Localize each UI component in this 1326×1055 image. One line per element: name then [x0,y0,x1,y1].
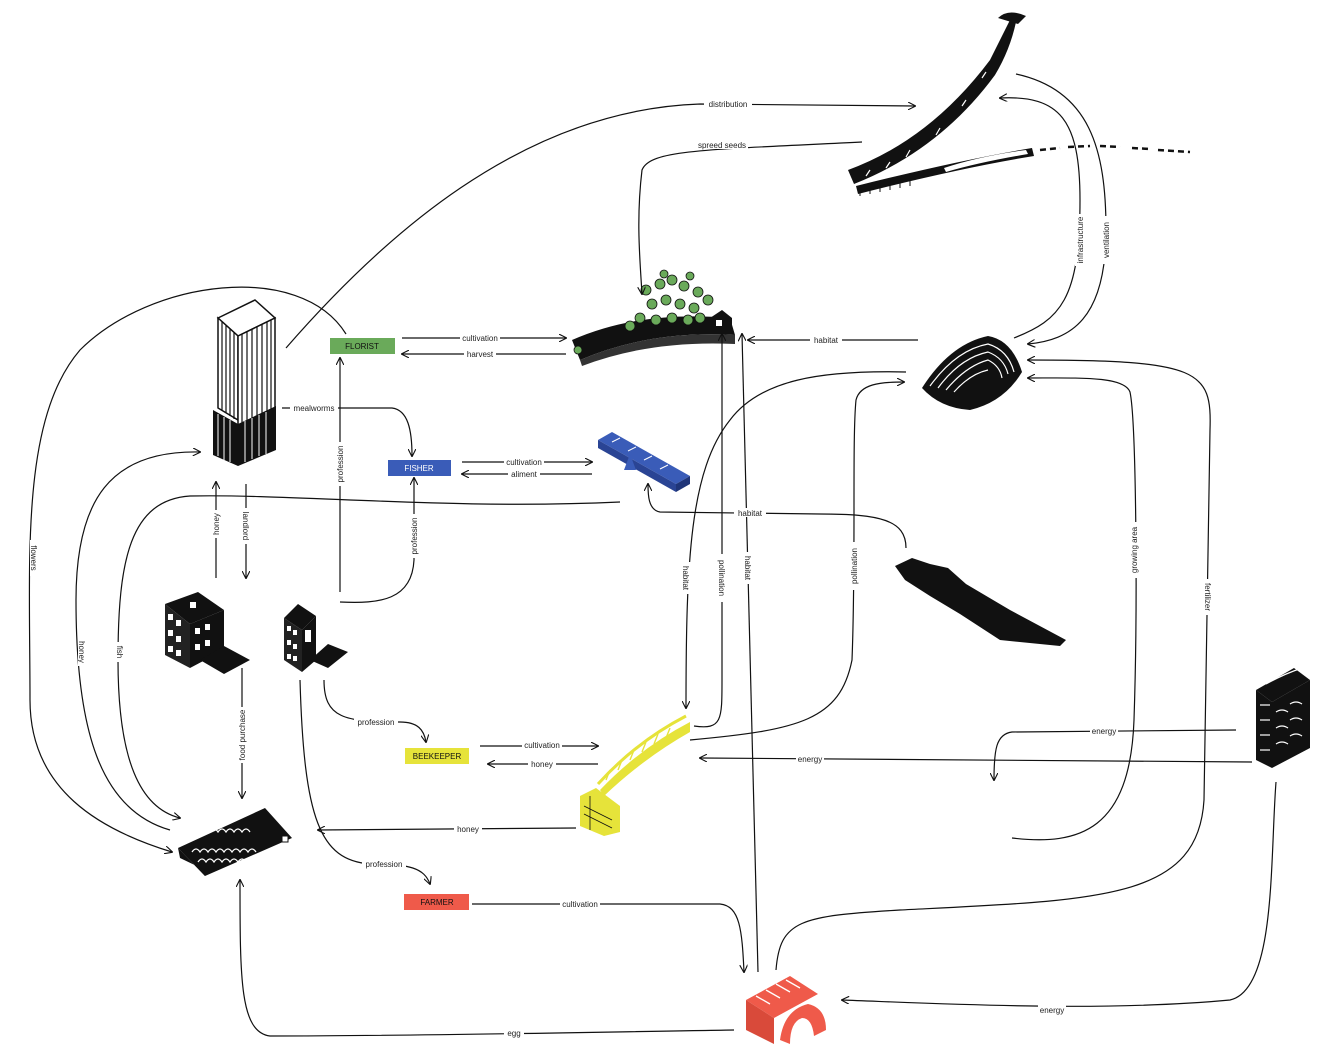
beehive-structure-illustration [580,716,690,836]
label-spreed-seeds: spreed seeds [698,141,746,150]
label-honey-up: honey [212,513,221,535]
label-honey-beekeeper: honey [531,760,553,769]
label-cultivation-beekeeper: cultivation [524,741,560,750]
edge-energy-mid [700,758,1252,762]
florist-label: FLORIST [345,342,379,351]
label-harvest: harvest [467,350,494,359]
label-honey-left: honey [77,641,86,663]
label-energy-bottom: energy [1040,1006,1064,1015]
edge-mealworms [282,408,412,456]
label-habitat-v2: habitat [743,556,752,581]
label-profession-farmer: profession [366,860,403,869]
label-distribution: distribution [709,100,748,109]
label-mealworms: mealworms [294,404,335,413]
edge-ventilation [1016,74,1106,344]
label-cultivation-fisher: cultivation [506,458,542,467]
label-energy-mid: energy [798,755,822,764]
edge-pollination-v1 [694,334,722,727]
edge-labels: distribution spreed seeds infrastructure… [29,99,1213,1038]
edge-infrastructure [1000,98,1080,338]
label-food-purchase: food purchase [238,709,247,760]
apartment-block-illustration [1256,664,1310,768]
farm-structure-illustration [746,976,826,1044]
edge-profession-fisher [340,478,414,602]
edge-cultivation-farmer [472,904,744,972]
label-profession-fisher: profession [410,518,419,555]
market-illustration [178,808,292,876]
label-habitat-bridge: habitat [738,509,763,518]
edge-energy-top [994,730,1236,780]
street-plot-illustration [895,558,1066,646]
label-fish: fish [115,646,124,658]
edge-growing-area [1012,378,1136,840]
label-landlord: landlord [241,512,250,540]
label-cultivation-farmer: cultivation [562,900,598,909]
townhouse-small-illustration [284,604,348,672]
label-habitat-v1: habitat [681,566,690,591]
farmer-node: FARMER [404,894,469,910]
edge-spreed-seeds [639,142,862,294]
townhouse-large-illustration [165,592,250,674]
label-flowers: flowers [29,545,38,570]
label-energy-top: energy [1092,727,1116,736]
edge-distribution [286,104,915,348]
fisher-node: FISHER [388,460,451,476]
label-pollination-v1: pollination [717,560,726,596]
label-egg: egg [507,1029,520,1038]
edges [29,74,1276,1036]
edge-fertilizer [776,360,1210,970]
edge-habitat-bridge [648,484,906,548]
beekeeper-label: BEEKEEPER [413,752,462,761]
fisher-label: FISHER [404,464,434,473]
skyscraper-illustration [213,300,276,466]
edge-profession-beekeeper [324,680,426,742]
terraced-mound-illustration [922,336,1022,410]
edge-profession-farmer [300,680,430,884]
label-ventilation: ventilation [1102,222,1111,258]
label-profession-florist: profession [336,446,345,483]
garden-roof-illustration [572,270,735,366]
florist-node: FLORIST [330,338,395,354]
label-growing-area: growing area [1130,526,1139,573]
edge-energy-bottom [842,782,1276,1006]
label-fertilizer: fertilizer [1203,583,1212,611]
label-cultivation-florist: cultivation [462,334,498,343]
edge-habitat-v1 [686,372,906,708]
farmer-label: FARMER [420,898,454,907]
bridge-illustration [598,432,690,492]
label-pollination-v2: pollination [850,548,859,584]
label-honey-market: honey [457,825,479,834]
beekeeper-node: BEEKEEPER [405,748,469,764]
label-profession-beekeeper: profession [358,718,395,727]
edge-habitat-v2 [742,334,758,972]
edge-honey-market [318,828,576,830]
wing-structure-illustration [848,12,1190,196]
label-infrastructure: infrastructure [1076,216,1085,263]
label-habitat-garden: habitat [814,336,839,345]
label-aliment: aliment [511,470,538,479]
